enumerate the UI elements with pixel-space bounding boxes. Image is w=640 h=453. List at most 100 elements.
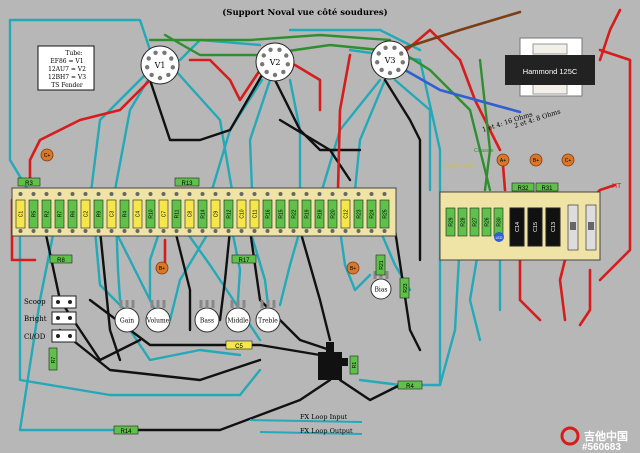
node-label: A+ <box>500 158 506 164</box>
component-label: R26 <box>485 217 491 226</box>
component-label: R28 <box>461 217 467 226</box>
fx-loop-output: FX Loop Output <box>300 427 353 435</box>
ht-label: HT <box>612 183 622 190</box>
component-label: C2 <box>84 211 90 218</box>
resistor-r17: R17 <box>231 254 257 264</box>
component-label: R7 <box>58 211 64 218</box>
component-c11: C11 <box>249 192 260 233</box>
input-jack <box>318 342 348 380</box>
component-r27: R27 <box>469 207 480 237</box>
legend-title: Tube: <box>65 50 82 57</box>
component-r25: R25 <box>379 192 390 233</box>
component-c4: C4 <box>132 192 143 233</box>
r17-label: R17 <box>238 258 250 264</box>
component-c9: C9 <box>210 192 221 233</box>
component-r18: R18 <box>314 192 325 233</box>
component-label: C3 <box>110 211 116 218</box>
tube-socket-v3: V3 <box>370 40 410 80</box>
component-r23: R23 <box>353 192 364 233</box>
r1-label: R1 <box>352 362 358 369</box>
component-c1: C1 <box>15 192 26 233</box>
legend-line: 12BH7 = V3 <box>48 74 86 81</box>
component-label: R20 <box>331 209 337 218</box>
watermark-id: #560683 <box>582 442 621 453</box>
component-r15: R15 <box>275 192 286 233</box>
component-r16: R16 <box>262 192 273 233</box>
component-label: R25 <box>383 209 389 218</box>
component-label: C11 <box>253 209 259 218</box>
transformer-name: Hammond 125C <box>523 67 578 76</box>
component-c13: C13 <box>545 207 561 247</box>
capacitor-c5: C5 <box>225 340 253 350</box>
resistor-r21: R21 <box>375 254 386 276</box>
supply-node: B+ <box>346 261 360 275</box>
pot-bass[interactable]: Bass <box>194 300 220 333</box>
node-label: C+ <box>44 153 51 159</box>
pot-middle[interactable]: Middle <box>225 300 251 333</box>
component-label: C10 <box>240 209 246 218</box>
fx-loop-input: FX Loop Input <box>300 413 348 421</box>
switch-panel <box>51 295 77 343</box>
component-label: C1 <box>19 211 25 218</box>
pot-volume[interactable]: Volume <box>145 300 171 333</box>
component-label: R10 <box>149 209 155 218</box>
r8-label: R8 <box>57 258 65 264</box>
component-r14: R14 <box>197 192 208 233</box>
supply-nodes: C+A+B+C+B+B+ <box>40 148 575 275</box>
r3-label: R3 <box>25 181 33 187</box>
chassis-label: Chassis <box>474 148 494 154</box>
pot-label: Volume <box>146 318 170 325</box>
component-label: R5 <box>32 211 38 218</box>
component-c7: C7 <box>158 192 169 233</box>
component-label: C14 <box>515 222 521 232</box>
r7-label: R7 <box>51 357 57 364</box>
component-label: C12 <box>344 209 350 218</box>
pot-label: Bias <box>375 287 388 294</box>
component-r19: R19 <box>301 192 312 233</box>
component-label: R15 <box>279 209 285 218</box>
component-r26: R26 <box>481 207 492 237</box>
component-label: R9 <box>97 211 103 218</box>
pot-treble[interactable]: Treble <box>255 300 281 333</box>
component-label: R27 <box>473 217 479 226</box>
c5-label: C5 <box>235 344 243 350</box>
watermark: 吉他中国 #560683 <box>560 426 628 453</box>
node-label: B+ <box>350 266 356 272</box>
resistor-r20-lower: R23 <box>399 277 410 299</box>
rectifier-diodes <box>567 204 597 251</box>
pot-gain[interactable]: Gain <box>114 300 140 333</box>
component-label: R12 <box>227 209 233 218</box>
node-label: B+ <box>159 266 165 272</box>
component-r20: R20 <box>327 192 338 233</box>
component-label: R24 <box>370 209 376 218</box>
component-label: C4 <box>136 211 142 218</box>
switch-clod-label: Cl/OD <box>24 333 46 341</box>
supply-node: A+ <box>496 153 510 167</box>
component-r22: R22 <box>288 192 299 233</box>
watermark-brand: 吉他中国 <box>584 429 628 443</box>
tube-label: V2 <box>269 58 281 67</box>
component-label: R2 <box>45 211 51 218</box>
pot-label: Bass <box>200 318 214 325</box>
component-r24: R24 <box>366 192 377 233</box>
component-label: C13 <box>551 222 557 232</box>
component-c15: C15 <box>527 207 543 247</box>
tube-label: V1 <box>154 61 166 70</box>
tube-sockets: V1 V2 V3 <box>140 40 410 85</box>
component-label: R6 <box>71 211 77 218</box>
legend-line: TS Fender <box>51 82 83 89</box>
component-c3: C3 <box>106 192 117 233</box>
component-c14: C14 <box>509 207 525 247</box>
component-c12: C12 <box>340 192 351 233</box>
component-label: C9 <box>214 211 220 218</box>
legend-line: 12AU7 = V2 <box>48 66 86 73</box>
resistor-r32: R32 <box>511 182 535 192</box>
led-indicator <box>494 232 504 242</box>
node-label: C+ <box>565 158 572 164</box>
pot-label: Middle <box>227 318 249 325</box>
tube-legend: Tube: EF86 = V1 12AU7 = V2 12BH7 = V3 TS… <box>37 45 95 91</box>
